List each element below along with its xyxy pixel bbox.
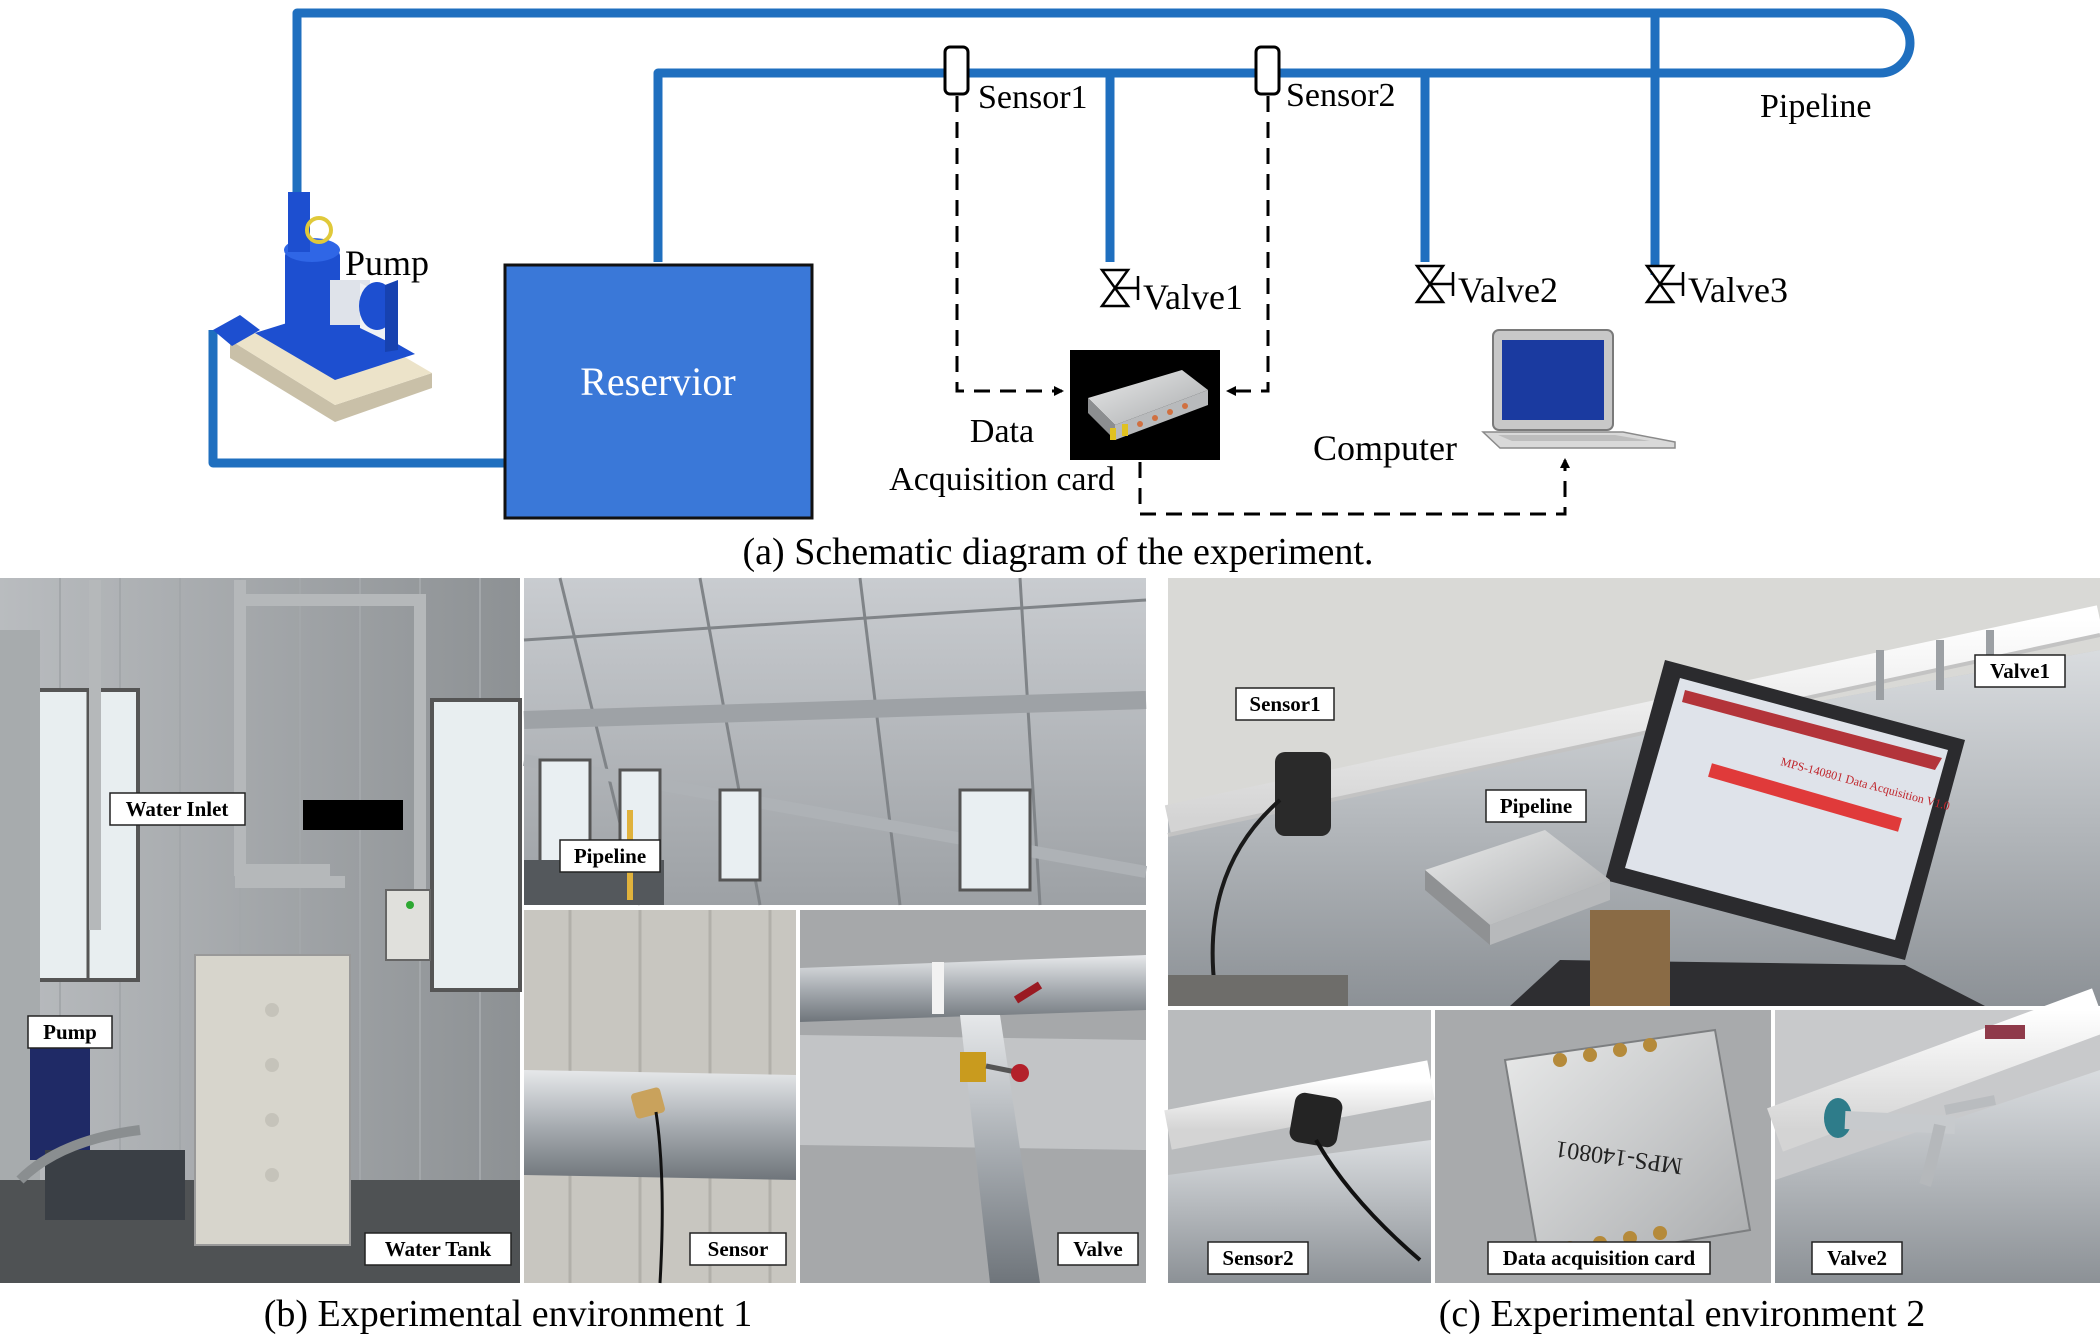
photo-valve2 xyxy=(1767,988,2100,1283)
reservoir-tank xyxy=(503,263,814,520)
svg-text:Valve1: Valve1 xyxy=(1990,659,2050,683)
tag-pipeline-env1: Pipeline xyxy=(559,839,661,873)
svg-text:Pipeline: Pipeline xyxy=(1500,794,1572,818)
pump-label: Pump xyxy=(345,243,429,283)
dac-label-line1: Data xyxy=(970,413,1034,450)
caption-a: (a) Schematic diagram of the experiment. xyxy=(743,531,1374,573)
computer-label: Computer xyxy=(1313,428,1457,468)
svg-text:Sensor2: Sensor2 xyxy=(1222,1246,1293,1270)
pump-illustration xyxy=(213,192,432,422)
pipeline-label: Pipeline xyxy=(1760,88,1871,125)
valve2-label: Valve2 xyxy=(1458,270,1558,310)
tag-sensor: Sensor xyxy=(689,1232,787,1266)
valve1-symbol xyxy=(1099,268,1140,308)
sensor1-symbol xyxy=(943,45,970,96)
data-acquisition-card-icon xyxy=(1070,350,1220,460)
tag-pump: Pump xyxy=(27,1015,113,1049)
environment1-panel: Water Inlet Pump Water Tank xyxy=(0,577,1148,1335)
valve3-symbol xyxy=(1644,264,1685,304)
sensor2-symbol xyxy=(1254,45,1281,96)
svg-text:Water Inlet: Water Inlet xyxy=(126,797,229,821)
tag-sensor1: Sensor1 xyxy=(1235,687,1335,721)
computer-icon xyxy=(1481,329,1676,449)
photo-pump-room xyxy=(0,578,522,1283)
signal-lines xyxy=(955,96,1570,516)
tag-pipeline-env2: Pipeline xyxy=(1485,789,1587,823)
reservoir-label: Reservior xyxy=(580,359,736,404)
tag-sensor2: Sensor2 xyxy=(1207,1241,1309,1275)
svg-text:Pipeline: Pipeline xyxy=(574,844,646,868)
svg-text:Pump: Pump xyxy=(43,1020,97,1044)
valve2-symbol xyxy=(1414,264,1455,304)
photo-sensor-closeup xyxy=(524,910,796,1284)
environment2-panel: Sensor1 Valve1 Pipeline Sensor2 MPS-1408… xyxy=(1164,578,2100,1335)
photo-valve-closeup xyxy=(800,910,1146,1283)
svg-text:Valve: Valve xyxy=(1073,1237,1122,1261)
sensor2-label: Sensor2 xyxy=(1286,77,1396,114)
schematic-diagram: Sensor1 Sensor2 Pipeline Valve1 Valve2 V… xyxy=(208,8,1915,573)
valve3-label: Valve3 xyxy=(1688,270,1788,310)
valve1-label: Valve1 xyxy=(1143,277,1243,317)
sensor1-label: Sensor1 xyxy=(978,79,1088,116)
tag-valve2: Valve2 xyxy=(1811,1241,1903,1275)
tag-data-acquisition-card: Data acquisition card xyxy=(1487,1241,1711,1275)
photo-data-acquisition-card: MPS-140801 xyxy=(1435,1010,1771,1283)
tag-valve1: Valve1 xyxy=(1974,654,2066,688)
pipeline-network xyxy=(208,8,1915,468)
photo-workbench-overview xyxy=(1164,578,2100,1006)
dac-label-line2: Acquisition card xyxy=(889,461,1115,498)
svg-text:Water Tank: Water Tank xyxy=(385,1237,492,1261)
tag-water-inlet: Water Inlet xyxy=(109,792,246,826)
caption-b: (b) Experimental environment 1 xyxy=(264,1293,753,1335)
tag-water-tank: Water Tank xyxy=(364,1232,512,1266)
caption-c: (c) Experimental environment 2 xyxy=(1439,1293,1925,1335)
svg-text:Sensor: Sensor xyxy=(708,1237,769,1261)
svg-text:Data acquisition card: Data acquisition card xyxy=(1503,1246,1696,1270)
svg-text:Sensor1: Sensor1 xyxy=(1249,692,1320,716)
svg-text:Valve2: Valve2 xyxy=(1827,1246,1887,1270)
tag-valve: Valve xyxy=(1057,1232,1139,1266)
